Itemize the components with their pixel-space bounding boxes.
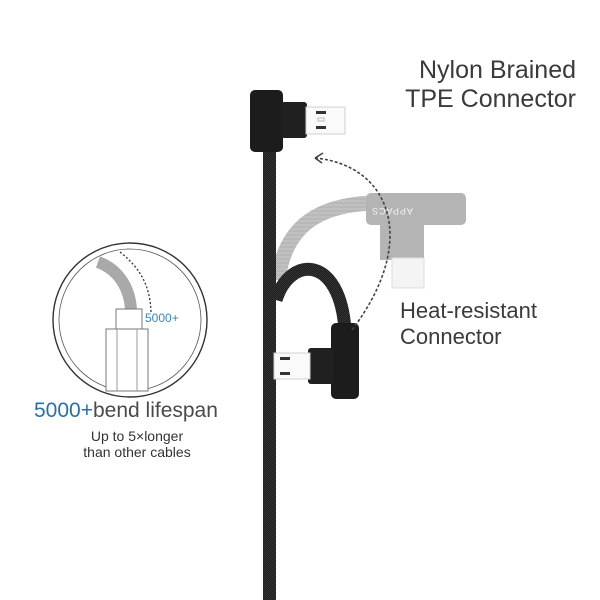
lifespan-sub-line-2: than other cables [83,444,191,460]
main-cable [263,150,276,600]
top-connector [250,90,346,152]
lifespan-heading: 5000+bend lifespan [34,398,218,424]
lifespan-label: bend lifespan [92,399,218,422]
arrowhead-icon [314,152,324,164]
lifespan-sub-line-1: Up to 5×longer [90,428,184,444]
headline-line-2: TPE Connector [405,85,576,113]
bent-cable [269,262,352,331]
ghost-cable [270,193,466,289]
connector-callout-line-1: Heat-resistant [400,298,537,323]
lifespan-count: 5000+ [34,399,93,422]
inset-count-label: 5000+ [145,311,179,325]
bend-test-inset [52,242,208,398]
headline-line-1: Nylon Brained [418,56,576,84]
bend-arc-arrow [314,157,391,331]
lower-connector [273,323,359,399]
connector-callout-line-2: Connector [400,324,502,349]
connector-brand-label: APPACS [371,206,413,216]
